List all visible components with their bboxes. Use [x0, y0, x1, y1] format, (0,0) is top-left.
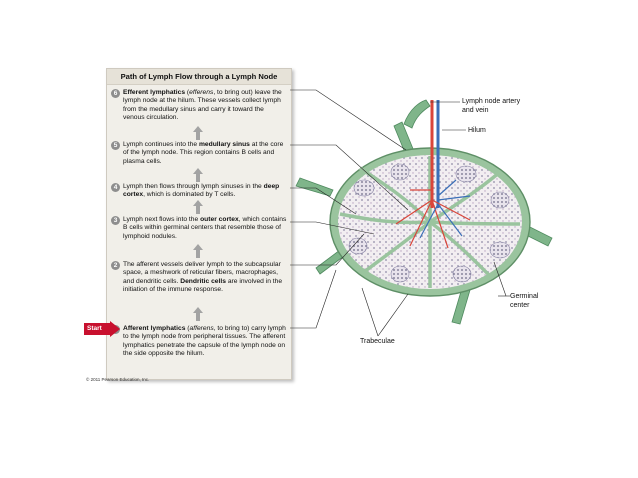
step-6-term: Efferent lymphatics: [123, 89, 186, 96]
step-4-text-b: , which is dominated by T cells.: [143, 191, 236, 199]
step-number-badge: 4: [111, 183, 120, 192]
step-5-text-b: at the core of the lymph node. This regi…: [123, 141, 284, 165]
step-text: Lymph next flows into the outer cortex, …: [123, 216, 287, 241]
step-2-term: Dendritic cells: [180, 277, 226, 285]
step-text: Lymph continues into the medullary sinus…: [123, 141, 287, 166]
germinal-center: [353, 179, 375, 197]
step-text: Efferent lymphatics (efferens, to bring …: [123, 89, 287, 122]
leader-lines: [290, 89, 510, 337]
step-2-text-a: The afferent vessels deliver lymph to th…: [123, 261, 281, 285]
step-5-text-a: Lymph continues into the: [123, 141, 199, 148]
flow-up-arrow-icon: [193, 126, 203, 140]
step-text: Afferent lymphatics (afferens, to bring …: [123, 325, 287, 358]
step-4-term: deep cortex: [123, 183, 280, 199]
step-number-badge: 3: [111, 216, 120, 225]
start-arrow-icon: [84, 321, 120, 337]
germinal-center-label: Germinal center: [510, 293, 539, 309]
germinal-center: [348, 237, 368, 255]
step-3-term: outer cortex: [200, 216, 239, 223]
step-number-badge: 2: [111, 261, 120, 270]
efferent-vessel: [403, 99, 431, 129]
panel-title: Path of Lymph Flow through a Lymph Node: [107, 69, 291, 85]
start-label: Start: [87, 325, 102, 332]
germinal-centers: [348, 163, 511, 283]
trabeculae-label: Trabeculae: [360, 338, 395, 345]
germinal-center: [455, 165, 477, 183]
flow-up-arrow-icon: [193, 168, 203, 182]
trabeculae-partitions: [339, 156, 521, 288]
lymph-flow-panel: Path of Lymph Flow through a Lymph Node …: [106, 68, 292, 380]
step-text: The afferent vessels deliver lymph to th…: [123, 261, 287, 294]
flow-up-arrow-icon: [193, 244, 203, 258]
germinal-center: [490, 191, 510, 209]
germinal-center: [390, 163, 410, 181]
step-6-text-a: (: [185, 89, 190, 96]
hilum-label: Hilum: [468, 127, 486, 134]
step-1-text-a: (: [185, 325, 190, 332]
step-2-text-b: are involved in the initiation of the im…: [123, 277, 283, 293]
germinal-center: [489, 241, 511, 259]
step-5-term: medullary sinus: [198, 141, 250, 148]
step-6-text-b: , to bring out) leave the lymph node at …: [123, 89, 282, 121]
germinal-center: [390, 265, 410, 283]
copyright: © 2011 Pearson Education, Inc.: [86, 377, 150, 382]
step-4-text-a: Lymph then flows through lymph sinuses i…: [123, 183, 264, 190]
step-1-term: Afferent lymphatics: [123, 325, 186, 332]
step-6-italic: efferens: [189, 89, 214, 96]
flow-up-arrow-icon: [193, 200, 203, 214]
hilum-vessels: [395, 100, 471, 249]
step-3-text-a: Lymph next flows into the: [123, 216, 201, 223]
step-number-badge: 5: [111, 141, 120, 150]
step-text: Lymph then flows through lymph sinuses i…: [123, 183, 287, 200]
step-number-badge: 6: [111, 89, 120, 98]
artery-vein-label: Lymph node artery and vein: [462, 98, 521, 114]
step-1-italic: afferens: [189, 325, 214, 332]
step-1-text-b: , to bring to) carry lymph to the lymph …: [123, 325, 286, 357]
flow-up-arrow-icon: [193, 307, 203, 321]
germinal-center: [452, 265, 472, 283]
afferent-vessel: [295, 177, 334, 197]
step-3-text-b: , which contains B cells within germinal…: [123, 216, 287, 240]
